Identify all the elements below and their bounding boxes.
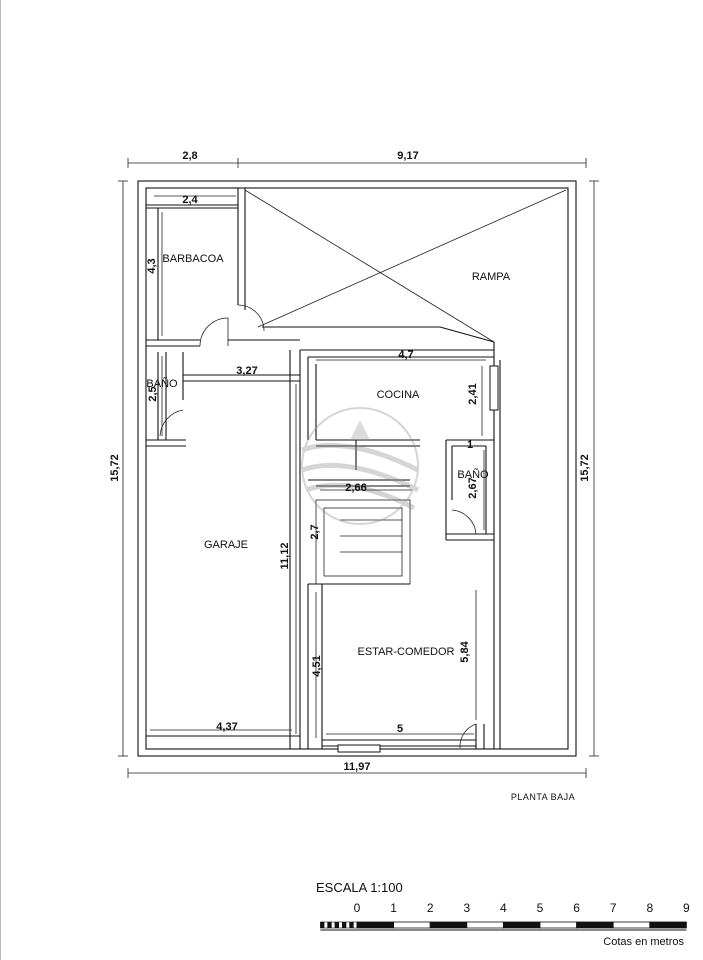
scale-segment: [539, 921, 577, 929]
scale-tick-6: 6: [573, 901, 580, 915]
dim-bottom-total: 11,97: [344, 761, 371, 773]
scale-segment: [612, 921, 651, 929]
scale-subsegment: [338, 921, 343, 929]
dim-estar-bottom: 5: [397, 723, 403, 735]
label-bano-left: BAÑO: [146, 377, 178, 390]
cocina-room: [300, 349, 499, 487]
dim-estar-height: 5,84: [459, 640, 471, 662]
scale-subsegment: [327, 921, 332, 929]
scale-subsegment: [334, 921, 340, 929]
bano-left-room: [146, 352, 186, 447]
dim-estar-left: 4,51: [311, 655, 323, 676]
scale-tick-8: 8: [646, 901, 653, 915]
dim-bano-left: 2,5: [147, 386, 159, 401]
stair: [308, 499, 411, 585]
estar-comedor-room: [307, 584, 485, 753]
plan-label: PLANTA BAJA: [511, 792, 575, 802]
scale-segment: [576, 921, 614, 929]
dimension-lines: [118, 158, 599, 778]
scale-subsegment: [323, 921, 329, 929]
scale-tick-0: 0: [354, 901, 361, 915]
scale-segments: [320, 921, 687, 931]
dim-stair: 2,7: [309, 524, 321, 539]
scale-subsegment: [331, 921, 336, 929]
scale-segment: [393, 921, 431, 929]
scale-segment: [502, 921, 541, 929]
scale-tick-5: 5: [537, 901, 544, 915]
label-cocina: COCINA: [377, 389, 420, 401]
scale-subsegment: [320, 921, 325, 929]
label-garaje: GARAJE: [204, 539, 248, 551]
dim-barbacoa-height: 4,3: [146, 258, 158, 273]
label-barbacoa: BARBACOA: [162, 253, 224, 265]
dim-bano-right: 2,67: [467, 477, 479, 498]
dim-top-right: 9,17: [397, 150, 418, 162]
scale-tick-1: 1: [390, 901, 397, 915]
scale-segment: [356, 921, 394, 929]
scale-tick-7: 7: [610, 901, 617, 915]
label-estar-comedor: ESTAR-COMEDOR: [358, 646, 455, 658]
dim-cocina-height: 2,41: [467, 383, 479, 404]
rampa-area: [237, 188, 567, 749]
scale-units-note: Cotas en metros: [603, 936, 684, 948]
room-labels: BARBACOA RAMPA BAÑO COCINA BAÑO GARAJE E…: [146, 253, 510, 658]
scale-tick-3: 3: [463, 901, 470, 915]
scale-title: ESCALA 1:100: [316, 880, 403, 895]
dim-garage-height: 11,12: [279, 543, 291, 570]
label-rampa: RAMPA: [472, 271, 511, 283]
scale-tick-2: 2: [427, 901, 434, 915]
scale-subsegment: [342, 921, 347, 929]
scale-segment: [429, 921, 468, 929]
dim-cocina-lower: 2,66: [345, 482, 366, 494]
dim-barbacoa-width: 2,4: [182, 194, 198, 206]
dim-right-total: 15,72: [579, 454, 591, 482]
barbacoa-room: [146, 204, 300, 347]
scale-subsegment: [349, 921, 354, 929]
scale-subsegment: [345, 921, 350, 929]
scale-segment: [649, 921, 687, 929]
dimension-labels: 2,8 9,17 2,4 4,3 2,5 3,27 4,7 2,41 2,66 …: [109, 150, 591, 773]
scale-tick-4: 4: [500, 901, 507, 915]
scale-subsegment: [353, 921, 358, 929]
dim-garage-bottom: 4,37: [216, 721, 237, 733]
label-bano-right: BAÑO: [457, 468, 489, 481]
garage-room: [146, 350, 301, 749]
dim-top-left: 2,8: [182, 150, 197, 162]
dim-cocina-width: 4,7: [398, 349, 413, 361]
dim-bano-right-small: 1: [467, 439, 473, 451]
dim-left-total: 15,72: [109, 454, 121, 482]
bano-right-room: [445, 439, 494, 541]
watermark-logo: [301, 407, 420, 525]
scale-bar: ESCALA 1:100 0 1 2 3 4 5 6 7 8 9 Cotas en metros: [316, 880, 690, 948]
scale-tick-labels: 0 1 2 3 4 5 6 7 8 9: [354, 901, 690, 915]
scale-segment: [466, 921, 504, 929]
scale-tick-9: 9: [683, 901, 690, 915]
dim-garage-top: 3,27: [236, 365, 257, 377]
